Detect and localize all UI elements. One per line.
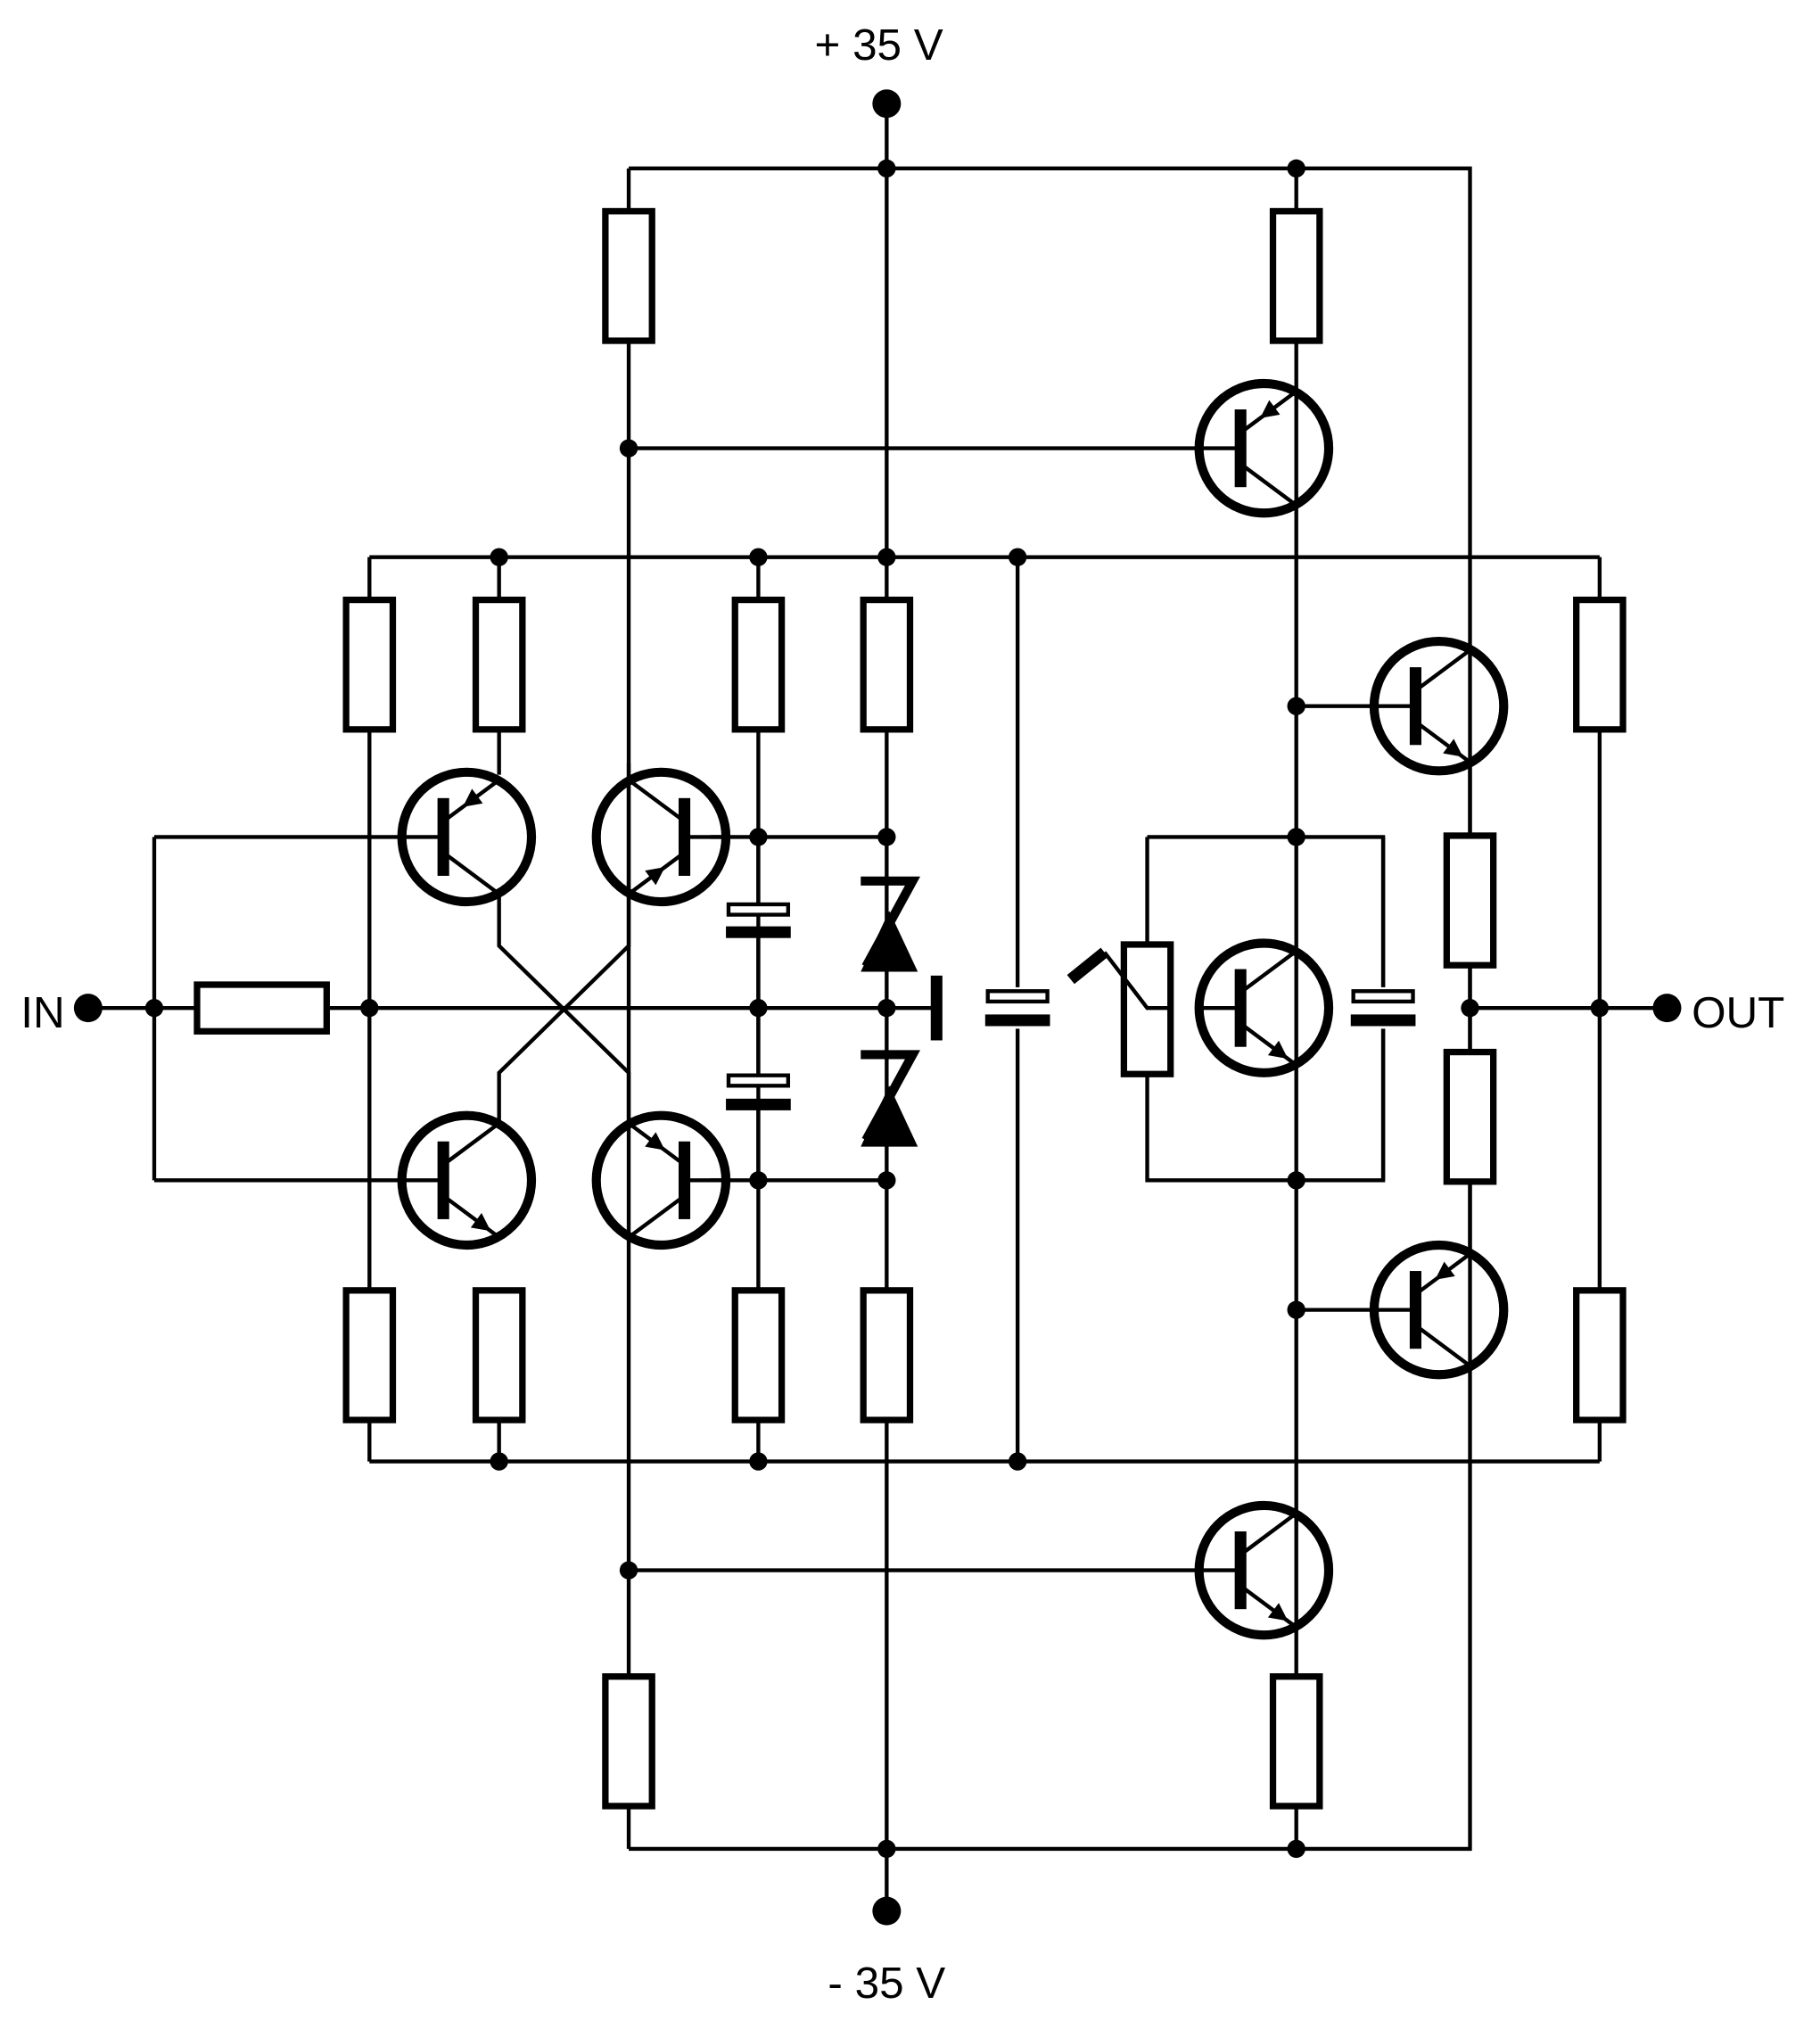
junction-dots [144,159,1610,1859]
transistor [1369,636,1509,776]
junction-dot [1287,828,1305,846]
resistor [1573,1287,1626,1423]
resistors [194,208,1626,1810]
resistor [602,208,655,344]
transistor [397,767,537,907]
junction-dot [490,548,508,566]
junction-dot [877,998,896,1018]
resistor [1269,1673,1323,1810]
input-label: IN [21,988,64,1037]
resistor [342,596,397,733]
transistor-collector [1239,1511,1298,1556]
potentiometer [1066,941,1174,1077]
junction-dot [749,1452,768,1471]
junction-dot [1461,998,1479,1018]
resistor [860,596,914,733]
resistor [860,1287,914,1423]
transistor-emitter [1239,1584,1298,1630]
capacitor [959,986,1076,1029]
capacitors [726,837,1427,1181]
output-label: OUT [1692,988,1784,1037]
junction-bar [930,975,943,1041]
positive-supply-terminal [872,89,902,119]
junction-dot [877,159,896,178]
junction-dot [877,1171,896,1190]
emitter-arrow [1267,1603,1289,1621]
junction-dot [877,828,896,846]
transistor-collector [627,1194,686,1240]
capacitor [726,1008,791,1181]
emitter-arrow [1443,738,1463,757]
negative-supply-terminal [872,1896,902,1926]
resistor [731,596,786,733]
junction-dot [1590,998,1610,1018]
junction-dot [1287,1300,1305,1319]
junction-dot [144,998,164,1018]
transistor [591,1110,731,1250]
junction-dot [1287,159,1305,178]
transistors [397,378,1509,1640]
capacitor [726,837,791,1009]
emitter-arrow [645,1132,665,1151]
junction-dot [619,1561,638,1580]
resistor [1443,832,1497,969]
transistor-collector [627,778,686,823]
transistor [397,1110,537,1250]
junction-dot [490,1452,508,1471]
zener-diodes [861,876,943,1147]
zener-diode [861,1050,920,1147]
supply-negative-label: - 35 V [828,1959,945,2008]
input-resistor [194,981,330,1035]
junction-dot [749,998,768,1018]
junction-dot [1008,1452,1027,1471]
resistor [472,1287,526,1423]
transistor-collector [1239,949,1298,994]
resistor [1269,208,1323,344]
junction-dot [877,1839,896,1859]
transistor-collector [1414,1324,1473,1369]
resistor [1443,1048,1497,1185]
junction-dot [1287,1171,1305,1190]
transistor [1194,378,1334,518]
terminals [73,89,1682,1926]
transistor-emitter [1239,1021,1298,1067]
junction-dot [360,998,379,1018]
junction-dot [1287,697,1305,715]
junction-dot [877,548,896,566]
capacitor [1347,986,1427,1029]
transistor [1369,1240,1509,1380]
junction-dot [1287,1839,1305,1859]
transistor-collector [1414,648,1473,693]
resistor [602,1673,655,1810]
transistor [591,767,731,907]
resistor [472,596,526,733]
emitter-arrow [645,867,665,886]
junction-dot [749,548,768,566]
transistor-collector [441,1121,500,1167]
transistor [1194,938,1334,1077]
junction-dot [749,828,768,846]
transistor-collector [441,851,500,896]
resistor [342,1287,397,1423]
junction-dot [619,439,638,458]
zener-diode [861,876,920,972]
input-terminal [73,994,103,1023]
emitter-arrow [463,788,483,807]
supply-positive-label: + 35 V [814,21,943,70]
transistor [1194,1500,1334,1640]
output-terminal [1652,994,1682,1023]
junction-dot [749,1171,768,1190]
junction-dot [1008,548,1027,566]
resistor [731,1287,786,1423]
transistor-collector [1239,462,1298,507]
emitter-arrow [1260,400,1281,418]
emitter-arrow [1435,1261,1455,1280]
resistor [1573,596,1626,733]
emitter-arrow [1267,1040,1289,1060]
emitter-arrow [470,1212,491,1232]
